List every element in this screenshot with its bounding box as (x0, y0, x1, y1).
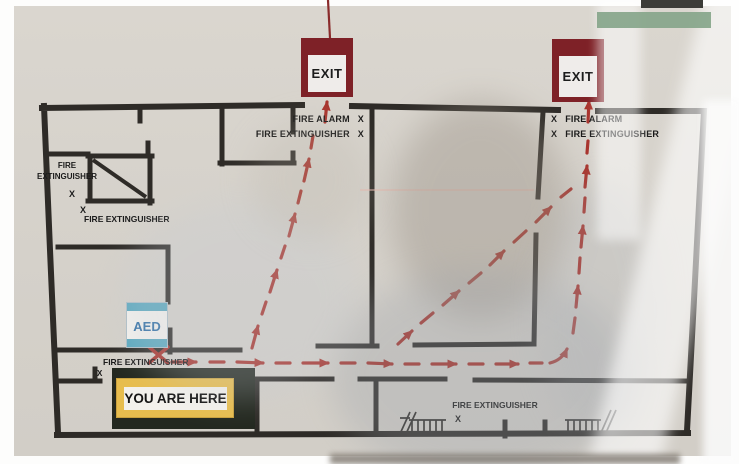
fire-alarm-label: FIRE ALARM (292, 114, 350, 124)
stairs-icon-left (398, 411, 446, 437)
aed-label: AED (133, 318, 161, 334)
closet-fire-extinguisher-label: FIRE EXTINGUISHER (28, 160, 106, 182)
closet-diagonal-wall (91, 158, 148, 199)
aed-band-top (127, 303, 167, 311)
exit-left-legend: FIRE ALARM X FIRE EXTINGUISHER X (250, 114, 364, 139)
evacuation-route-dashes (208, 134, 590, 366)
bottom-x-marker: X (455, 414, 462, 424)
corridor-fire-extinguisher-label: FIRE EXTINGUISHER (103, 357, 189, 367)
you-are-here-yellow-panel: YOU ARE HERE (116, 378, 234, 418)
you-are-here-label: YOU ARE HERE (124, 387, 227, 410)
exit-right-legend: X FIRE ALARM X FIRE EXTINGUISHER (551, 114, 659, 139)
exit-right-legend-row-fire-alarm: X FIRE ALARM (551, 114, 622, 124)
fire-alarm-label: FIRE ALARM (565, 114, 623, 124)
exit-sign-left-label: EXIT (308, 55, 346, 92)
exit-left-legend-row-fire-alarm: FIRE ALARM X (293, 114, 364, 124)
hallway-x-marker: X (80, 205, 87, 215)
hallway-fire-extinguisher-label: FIRE EXTINGUISHER (84, 214, 170, 224)
closet-label-line1: FIRE (57, 161, 77, 170)
exit-sign-top-line (326, 0, 332, 39)
corridor-stub-x-marker: X (97, 369, 103, 378)
exit-right-text: EXIT (562, 69, 594, 84)
aed-band-bottom (127, 339, 167, 347)
exit-sign-right: EXIT (552, 39, 604, 102)
x-marker: X (357, 129, 364, 139)
aed-sign: AED (126, 302, 168, 348)
exit-left-text: EXIT (311, 66, 343, 81)
fire-extinguisher-label: FIRE EXTINGUISHER (565, 129, 660, 139)
interior-walls (43, 104, 690, 439)
exit-sign-left: EXIT (301, 38, 353, 97)
bottom-fire-extinguisher-label: FIRE EXTINGUISHER (452, 400, 538, 410)
x-marker: X (357, 114, 364, 124)
exit-left-legend-row-fire-extinguisher: FIRE EXTINGUISHER X (256, 129, 364, 139)
x-marker: X (551, 114, 558, 124)
you-are-here-sign: YOU ARE HERE (112, 368, 255, 429)
fire-extinguisher-label: FIRE EXTINGUISHER (255, 129, 350, 139)
closet-label-line2: EXTINGUISHER (36, 172, 97, 181)
exit-sign-right-label: EXIT (559, 56, 597, 97)
x-marker: X (551, 129, 558, 139)
exit-right-legend-row-fire-extinguisher: X FIRE EXTINGUISHER (551, 129, 659, 139)
closet-x-marker: X (69, 189, 76, 199)
route-start-x-marker (147, 345, 170, 365)
you-are-here-text: YOU ARE HERE (124, 391, 227, 406)
